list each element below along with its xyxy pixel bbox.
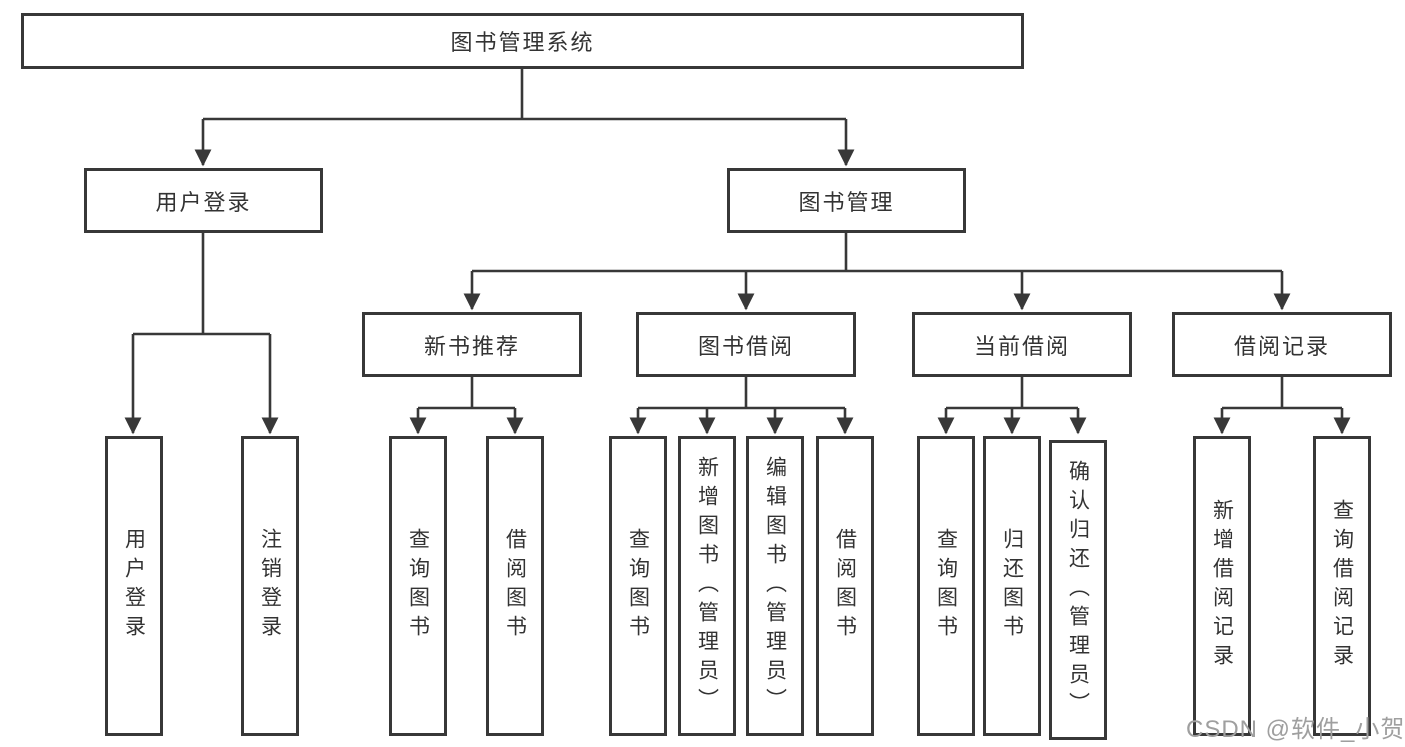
leaf-confirm-return-admin: 确认归还（管理员） xyxy=(1049,440,1107,740)
node-label: 新书推荐 xyxy=(423,333,520,359)
leaf-query-borrow-record: 查询借阅记录 xyxy=(1313,436,1371,736)
leaf-add-borrow-record: 新增借阅记录 xyxy=(1193,436,1251,736)
leaf-query-books: 查询图书 xyxy=(917,436,975,736)
leaf-edit-books-admin: 编辑图书（管理员） xyxy=(746,436,804,736)
leaf-label: 查询图书 xyxy=(626,528,650,644)
leaf-query-books: 查询图书 xyxy=(609,436,667,736)
leaf-label: 查询图书 xyxy=(934,528,958,644)
node-label: 用户登录 xyxy=(155,189,252,215)
leaf-label: 归还图书 xyxy=(1000,528,1024,644)
leaf-label: 新增借阅记录 xyxy=(1210,499,1234,673)
node-new-book-recommendation: 新书推荐 xyxy=(362,312,582,377)
leaf-label: 新增图书（管理员） xyxy=(695,455,719,717)
leaf-label: 借阅图书 xyxy=(833,528,857,644)
node-book-borrowing: 图书借阅 xyxy=(636,312,856,377)
node-current-borrowing: 当前借阅 xyxy=(912,312,1132,377)
node-label: 当前借阅 xyxy=(973,333,1070,359)
leaf-label: 查询借阅记录 xyxy=(1330,499,1354,673)
leaf-user-login: 用户登录 xyxy=(105,436,163,736)
node-library-management-system: 图书管理系统 xyxy=(21,13,1024,69)
node-label: 图书管理系统 xyxy=(450,30,595,55)
leaf-label: 借阅图书 xyxy=(503,528,527,644)
leaf-label: 确认归还（管理员） xyxy=(1066,459,1090,721)
node-user-login: 用户登录 xyxy=(84,168,323,233)
leaf-return-books: 归还图书 xyxy=(983,436,1041,736)
leaf-borrow-books: 借阅图书 xyxy=(486,436,544,736)
node-label: 图书借阅 xyxy=(697,333,794,359)
node-label: 借阅记录 xyxy=(1233,333,1330,359)
leaf-logout: 注销登录 xyxy=(241,436,299,736)
node-borrowing-records: 借阅记录 xyxy=(1172,312,1392,377)
leaf-borrow-books: 借阅图书 xyxy=(816,436,874,736)
leaf-label: 查询图书 xyxy=(406,528,430,644)
csdn-watermark: CSDN @软件_小贺同学 xyxy=(1186,716,1405,743)
leaf-label: 编辑图书（管理员） xyxy=(763,455,787,717)
node-label: 图书管理 xyxy=(798,189,895,215)
leaf-label: 用户登录 xyxy=(122,528,146,644)
node-book-management: 图书管理 xyxy=(727,168,966,233)
leaf-label: 注销登录 xyxy=(258,528,282,644)
leaf-query-books: 查询图书 xyxy=(389,436,447,736)
leaf-add-books-admin: 新增图书（管理员） xyxy=(678,436,736,736)
